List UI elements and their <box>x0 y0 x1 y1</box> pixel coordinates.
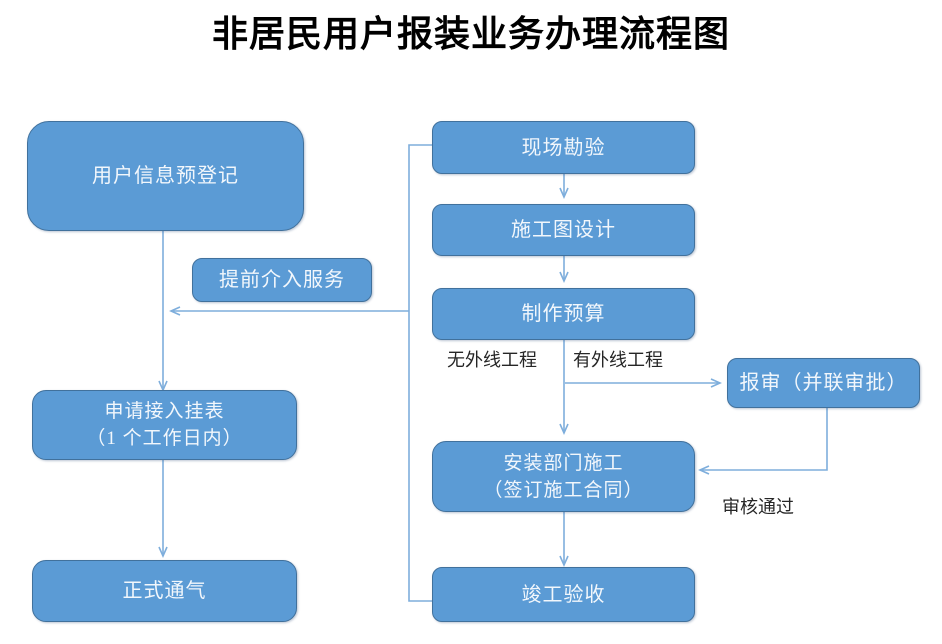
node-make-budget[interactable]: 制作预算 <box>432 288 695 340</box>
node-submit-for-review[interactable]: 报审（并联审批） <box>727 358 920 408</box>
node-installation-department-construction[interactable]: 安装部门施工 （签订施工合同） <box>432 441 695 512</box>
node-apply-meter-connection[interactable]: 申请接入挂表 （1 个工作日内） <box>32 390 297 460</box>
node-formal-gas-supply[interactable]: 正式通气 <box>32 560 297 622</box>
page-title: 非居民用户报装业务办理流程图 <box>211 14 730 54</box>
wire-right-spine <box>408 144 432 602</box>
wire-review-to-install <box>698 408 828 475</box>
node-completion-acceptance[interactable]: 竣工验收 <box>432 567 695 622</box>
edge-label-has-outside-line: 有外线工程 <box>573 350 663 370</box>
node-early-intervention-service[interactable]: 提前介入服务 <box>192 258 372 302</box>
edge-label-no-outside-line: 无外线工程 <box>447 350 537 370</box>
node-pre-register[interactable]: 用户信息预登记 <box>27 121 304 231</box>
node-construction-drawing-design[interactable]: 施工图设计 <box>432 204 695 256</box>
edge-label-review-passed: 审核通过 <box>722 497 794 517</box>
node-site-survey[interactable]: 现场勘验 <box>432 121 695 174</box>
